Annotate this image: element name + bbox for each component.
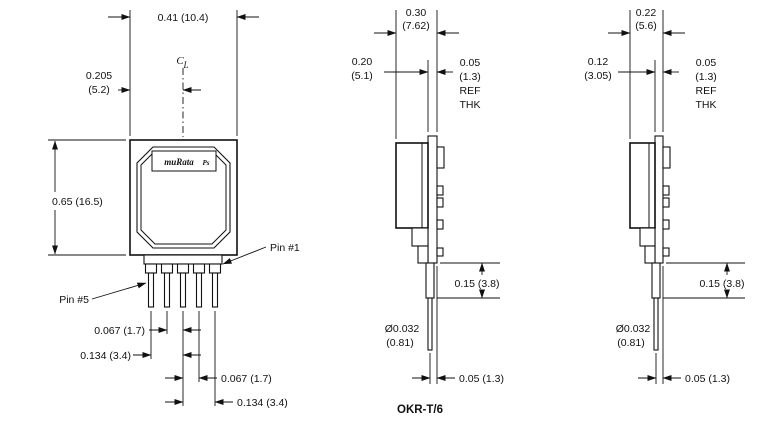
plate-thickness-mm: (1.3) bbox=[695, 71, 717, 83]
solder-tab bbox=[662, 185, 670, 196]
pin-shoulder bbox=[160, 263, 174, 274]
body-depth-dimension-mm: (5.1) bbox=[351, 70, 373, 82]
solder-tab bbox=[662, 247, 670, 257]
pin-shoulders bbox=[144, 263, 222, 274]
pin bbox=[211, 272, 219, 308]
depth-dimension-mm: (7.62) bbox=[402, 20, 429, 32]
solder-tabs bbox=[436, 146, 445, 257]
pin5-leader-line bbox=[91, 282, 147, 300]
body-depth-dimension-mm: (3.05) bbox=[584, 70, 611, 82]
body-step bbox=[411, 227, 429, 247]
pin-shoulder-side bbox=[651, 262, 661, 299]
plate-thickness-thk: THK bbox=[696, 99, 717, 111]
pin-pitch-left-1-label: 0.067 (1.7) bbox=[94, 325, 145, 337]
side-view: 0.30 (7.62) 0.20 (5.1) 0.05 (1.3) REF TH… bbox=[351, 7, 504, 416]
solder-tab bbox=[662, 146, 671, 169]
plate-thickness-thk: THK bbox=[460, 99, 481, 111]
front-view: muRata Ps 0.41 (10.4) 0.205 (5.2) C L 0.… bbox=[48, 10, 300, 409]
depth-dimension-mm: (5.6) bbox=[635, 20, 657, 32]
depth-dimension-in: 0.30 bbox=[406, 7, 427, 19]
front-extension-lines bbox=[48, 10, 238, 406]
solder-tab bbox=[662, 197, 670, 208]
pin-lead-side bbox=[427, 297, 433, 351]
pin-diameter-mm: (0.81) bbox=[386, 337, 413, 349]
pin-lead-side bbox=[653, 297, 659, 351]
body-step-lower bbox=[417, 245, 429, 264]
centerline-symbol-l: L bbox=[182, 60, 188, 70]
pin-offset-label: 0.05 (1.3) bbox=[459, 373, 504, 385]
half-width-dimension-mm: (5.2) bbox=[88, 84, 110, 96]
solder-tab bbox=[436, 146, 445, 169]
solder-tab bbox=[436, 219, 444, 230]
module-body bbox=[629, 142, 656, 229]
end-view: 0.22 (5.6) 0.12 (3.05) 0.05 (1.3) REF TH… bbox=[584, 7, 745, 385]
pin-shoulder bbox=[176, 263, 190, 274]
pin bbox=[195, 272, 203, 308]
part-number-label: OKR-T/6 bbox=[397, 404, 443, 416]
pin-shoulder-side bbox=[425, 262, 435, 299]
plate-thickness-ref: REF bbox=[696, 85, 717, 97]
pin-shoulder bbox=[144, 263, 158, 274]
pins bbox=[147, 272, 219, 308]
solder-tab bbox=[662, 219, 670, 230]
module-body bbox=[395, 142, 429, 229]
pin-header bbox=[143, 254, 223, 265]
body-step bbox=[639, 227, 656, 247]
pin bbox=[163, 272, 171, 308]
plate-thickness-in: 0.05 bbox=[696, 57, 717, 69]
package-body-inner bbox=[140, 150, 227, 245]
pin-pitch-right-1-label: 0.067 (1.7) bbox=[221, 373, 272, 385]
solder-tab bbox=[436, 197, 444, 208]
pin1-callout-label: Pin #1 bbox=[270, 242, 300, 254]
body-depth-dimension-in: 0.20 bbox=[352, 56, 373, 68]
pin bbox=[147, 272, 155, 308]
substrate-plate bbox=[427, 135, 438, 264]
solder-tab bbox=[436, 247, 444, 257]
substrate-plate bbox=[654, 135, 664, 264]
pin5-callout-label: Pin #5 bbox=[59, 294, 89, 306]
solder-tab bbox=[436, 185, 444, 196]
package-body bbox=[136, 146, 231, 249]
pin-pitch-left-2-label: 0.134 (3.4) bbox=[80, 350, 131, 362]
solder-tabs bbox=[662, 146, 671, 257]
pin-shoulder bbox=[192, 263, 206, 274]
pin-diameter-in: Ø0.032 bbox=[616, 323, 651, 335]
pin-offset-label: 0.05 (1.3) bbox=[685, 373, 730, 385]
shoulder-length-label: 0.15 (3.8) bbox=[700, 278, 745, 290]
murata-logo-text: muRata bbox=[164, 157, 194, 167]
pin-pitch-right-2-label: 0.134 (3.4) bbox=[237, 397, 288, 409]
body-depth-dimension-in: 0.12 bbox=[588, 56, 609, 68]
pin-diameter-mm: (0.81) bbox=[617, 337, 644, 349]
front-dimension-arrows bbox=[52, 14, 259, 405]
pin bbox=[179, 272, 187, 308]
half-width-dimension-in: 0.205 bbox=[86, 70, 112, 82]
plate-thickness-ref: REF bbox=[460, 85, 481, 97]
height-dimension-label: 0.65 (16.5) bbox=[52, 196, 103, 208]
murata-logo-mark: Ps bbox=[203, 159, 210, 167]
side-dimension-arrows bbox=[374, 30, 485, 381]
pin1-leader-line bbox=[222, 246, 267, 265]
pin-shoulder bbox=[208, 263, 222, 274]
plate-thickness-mm: (1.3) bbox=[459, 71, 481, 83]
shoulder-length-label: 0.15 (3.8) bbox=[455, 278, 500, 290]
centerline-symbol-c: C bbox=[176, 55, 184, 67]
body-step-lower bbox=[644, 245, 656, 264]
width-dimension-label: 0.41 (10.4) bbox=[158, 12, 209, 24]
logo-box bbox=[151, 150, 217, 172]
end-dimension-arrows bbox=[608, 30, 730, 381]
plate-thickness-in: 0.05 bbox=[460, 57, 481, 69]
depth-dimension-in: 0.22 bbox=[636, 7, 657, 19]
pin-diameter-in: Ø0.032 bbox=[385, 323, 420, 335]
